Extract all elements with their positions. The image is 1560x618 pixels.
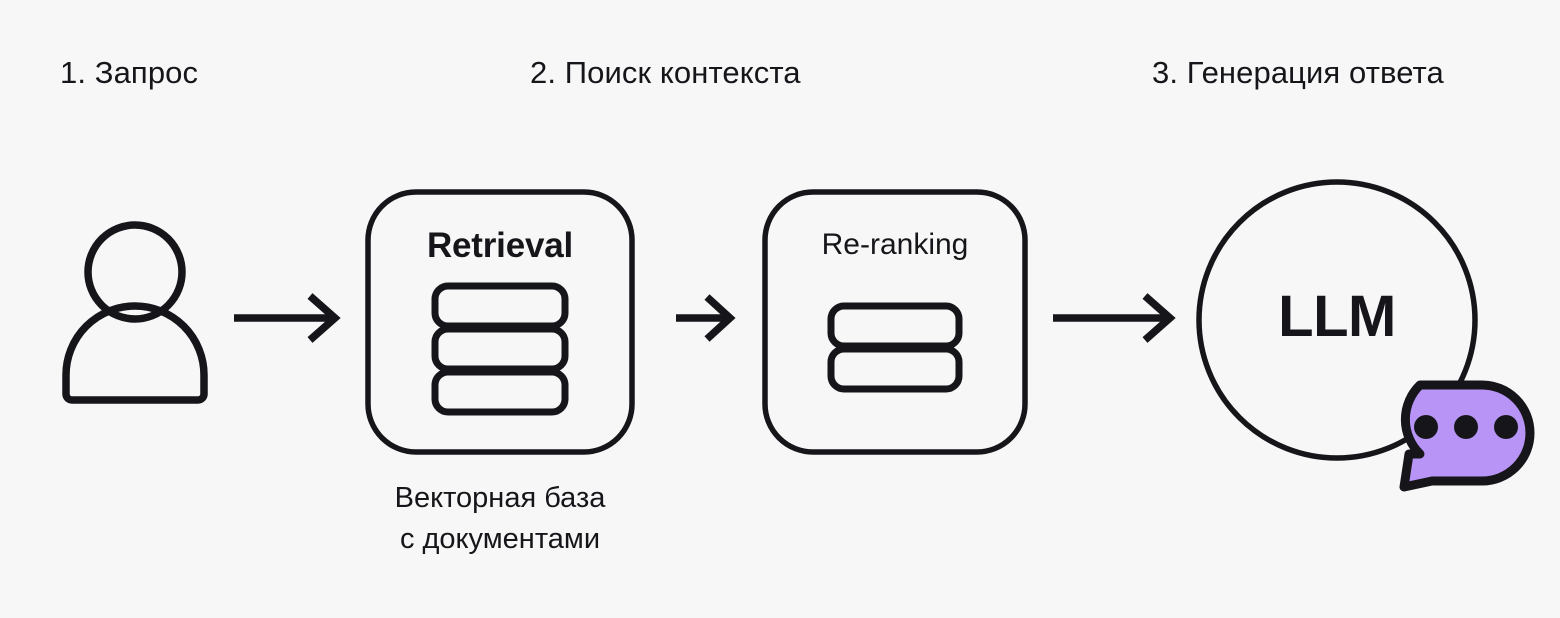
bubble-dot-3 bbox=[1494, 415, 1518, 439]
database-stack-3-icon bbox=[431, 282, 569, 416]
arrow-user-to-retrieval bbox=[234, 293, 341, 343]
retrieval-node[interactable] bbox=[365, 189, 635, 455]
retrieval-caption-line-1: Векторная база bbox=[394, 482, 606, 514]
retrieval-title: Retrieval bbox=[426, 226, 574, 265]
db-layer-2 bbox=[431, 325, 569, 373]
user-icon bbox=[62, 221, 208, 404]
reranking-node[interactable] bbox=[762, 189, 1028, 455]
db-layer-1 bbox=[431, 282, 569, 330]
llm-node[interactable] bbox=[1196, 179, 1478, 461]
stage-label-query: 1. Запрос bbox=[60, 55, 199, 90]
chat-bubble-dots bbox=[1414, 415, 1518, 439]
db-layer-1 bbox=[827, 302, 963, 350]
database-stack-2-icon bbox=[827, 302, 963, 393]
retrieval-caption-line-2: с документами bbox=[399, 523, 601, 556]
chat-bubble-icon bbox=[1399, 380, 1535, 492]
user-body-icon bbox=[62, 302, 208, 404]
llm-title: LLM bbox=[1278, 284, 1396, 349]
llm-circle-outline bbox=[1196, 179, 1478, 461]
stage-label-context-search: 2. Поиск контекста bbox=[530, 55, 801, 90]
user-head-icon bbox=[84, 221, 186, 323]
db-layer-2 bbox=[827, 345, 963, 393]
retrieval-caption: Векторная база с документами bbox=[330, 478, 670, 560]
reranking-box-outline bbox=[762, 189, 1028, 455]
bubble-dot-2 bbox=[1454, 415, 1478, 439]
retrieval-box-outline bbox=[365, 189, 635, 455]
arrow-retrieval-to-reranking bbox=[676, 294, 736, 342]
bubble-dot-1 bbox=[1414, 415, 1438, 439]
arrow-reranking-to-llm bbox=[1053, 293, 1176, 343]
db-layer-3 bbox=[431, 368, 569, 416]
stage-label-answer-generation: 3. Генерация ответа bbox=[1152, 55, 1444, 90]
reranking-title: Re-ranking bbox=[821, 228, 969, 261]
